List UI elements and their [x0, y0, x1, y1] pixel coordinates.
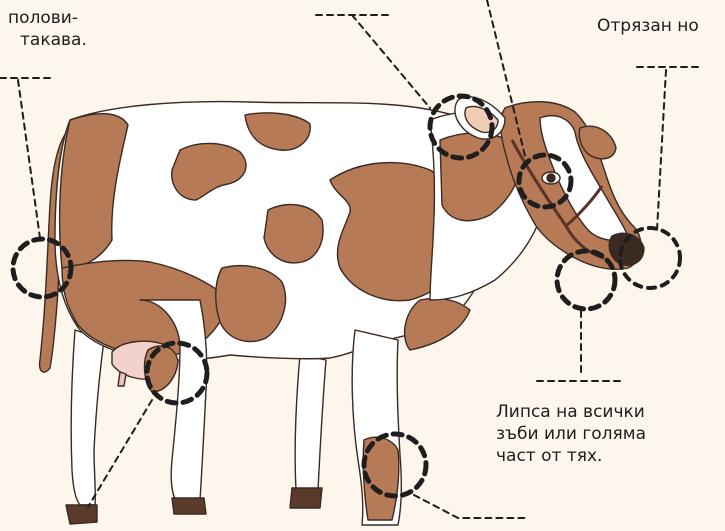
cow-patch-belly	[216, 266, 286, 342]
annotation-teeth-text: Липса на всички зъби или голяма част от …	[496, 401, 646, 467]
leader-tail	[0, 78, 52, 238]
annotation-horn-line1: Отрязан но	[597, 15, 699, 37]
annotation-teeth-line2: зъби или голяма	[496, 423, 646, 445]
cow-pupil	[547, 174, 555, 182]
cow-hoof-front-far	[290, 488, 322, 508]
leader-ear	[316, 15, 430, 108]
annotation-teeth-line1: Липса на всички	[496, 401, 646, 423]
cow-leg-front-far	[295, 355, 326, 490]
cow-hoof-back-far	[66, 505, 97, 524]
annotation-horn-text: Отрязан но	[597, 15, 699, 37]
leader-horn	[637, 67, 700, 230]
leader-teeth	[537, 311, 620, 381]
cow-hoof-back-near	[172, 498, 206, 514]
annotation-tail-text: полови- такава.	[8, 7, 87, 51]
cow-leg-back-far	[71, 330, 104, 505]
annotation-tail-line1: полови-	[8, 7, 87, 29]
cow-patch-mid	[264, 205, 323, 263]
leader-leg	[414, 495, 528, 518]
annotation-teeth-line3: част от тях.	[496, 445, 646, 467]
cow-teat-1	[118, 372, 126, 386]
annotation-tail-line2: такава.	[8, 29, 87, 51]
leader-udder	[88, 400, 152, 507]
cow-patch-chest	[405, 298, 470, 350]
